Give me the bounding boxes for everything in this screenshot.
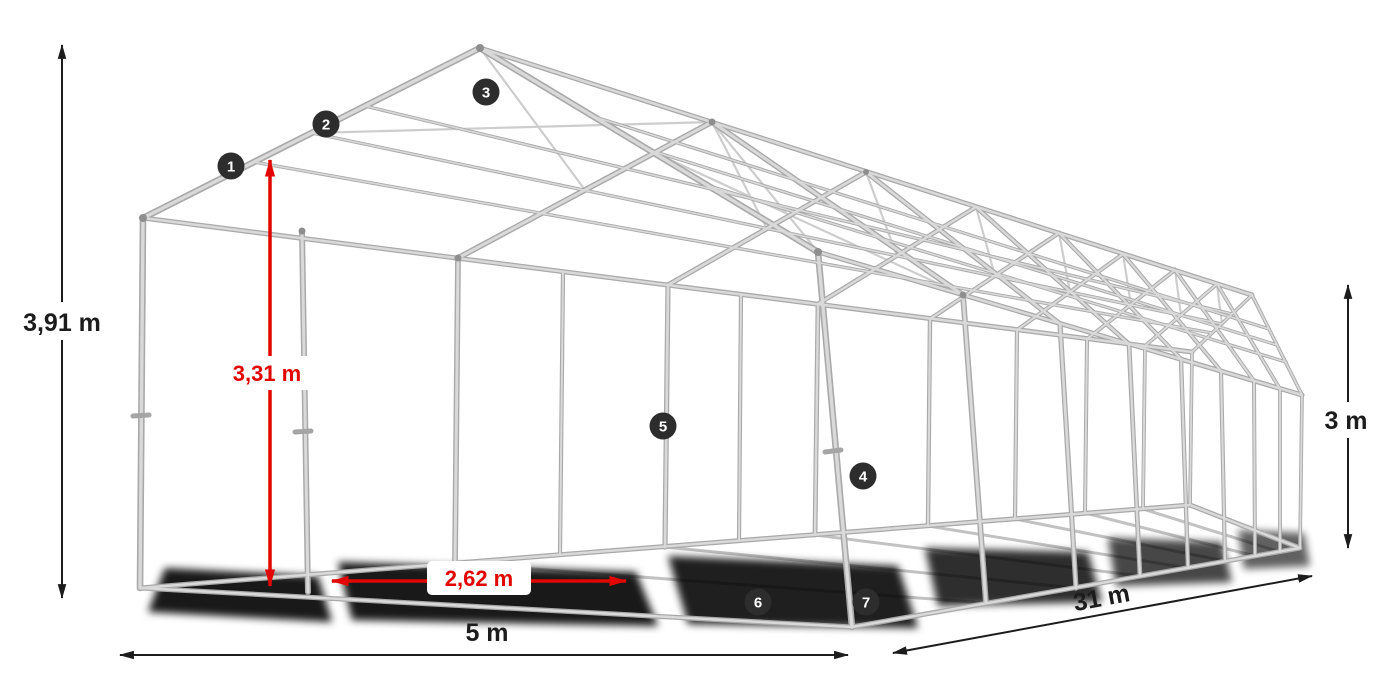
dimension-annotations: 3,91 m 5 m 3 m 31 m (18, 43, 1380, 660)
svg-text:5: 5 (659, 419, 667, 436)
marker-2: 2 (312, 110, 340, 138)
dimension-bay-spacing: 2,62 m (330, 561, 628, 595)
red-dimension-annotations: 3,31 m 2,62 m (219, 158, 628, 595)
marker-3: 3 (472, 78, 500, 106)
marker-1: 1 (217, 152, 245, 180)
dimension-total-height: 3,91 m (18, 43, 106, 600)
marker-5: 5 (649, 412, 677, 440)
marker-4: 4 (849, 462, 877, 490)
svg-text:7: 7 (862, 595, 870, 612)
dimension-label-bay-spacing: 2,62 m (445, 566, 514, 591)
svg-text:2: 2 (322, 117, 330, 134)
dimension-label-total-height: 3,91 m (23, 309, 101, 337)
dimension-label-side-height: 3 m (1324, 407, 1367, 435)
svg-text:1: 1 (227, 159, 235, 176)
dimension-width: 5 m (118, 619, 850, 660)
dimension-side-height: 3 m (1314, 283, 1380, 550)
dimension-label-inner-height: 3,31 m (233, 361, 302, 386)
marker-6: 6 (744, 588, 772, 616)
svg-text:4: 4 (859, 469, 868, 486)
hotspot-markers: 1 2 3 4 5 6 7 (217, 78, 880, 616)
svg-text:3: 3 (482, 85, 490, 102)
marker-7: 7 (852, 588, 880, 616)
steel-frame (130, 44, 1302, 627)
dimension-label-width: 5 m (465, 619, 508, 647)
dimension-inner-height: 3,31 m (219, 158, 315, 588)
svg-text:6: 6 (754, 595, 762, 612)
pipe-connectors (130, 44, 967, 455)
